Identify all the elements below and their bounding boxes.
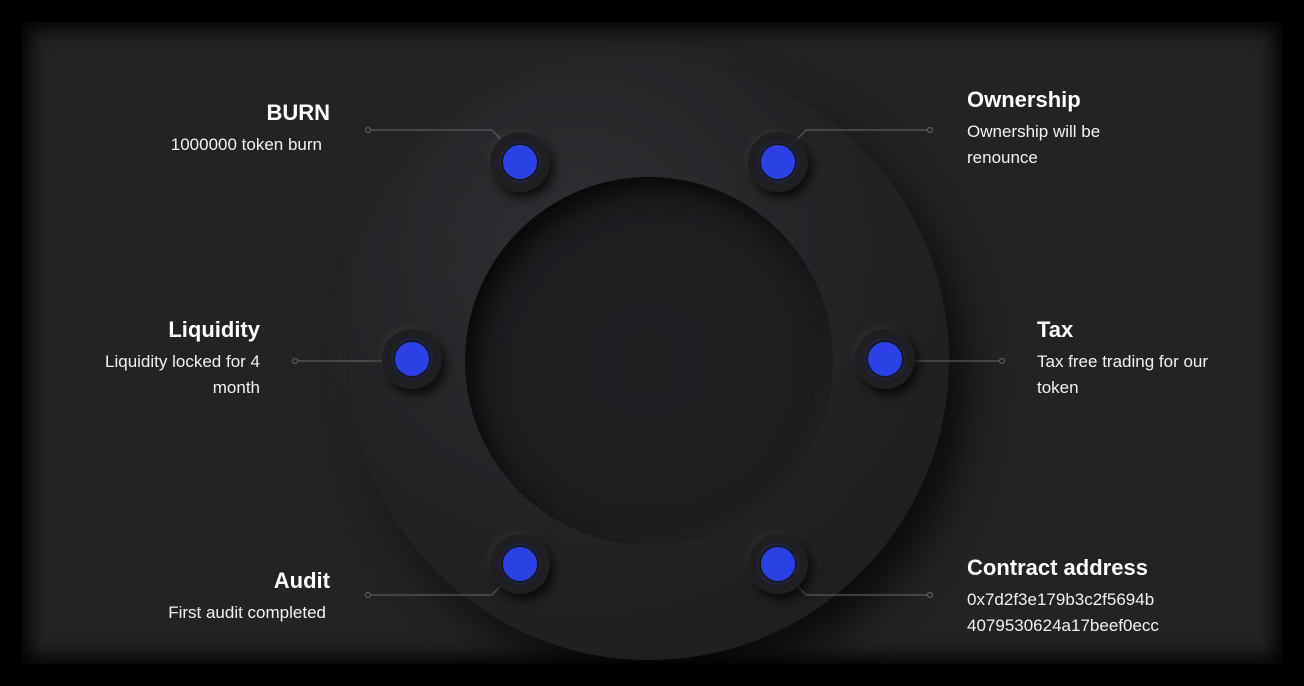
tax-dot xyxy=(866,340,904,378)
ownership-desc-line2: renounce xyxy=(967,148,1038,167)
contract-address-line2: 4079530624a17beef0ecc xyxy=(967,616,1159,635)
audit-title: Audit xyxy=(273,568,330,593)
audit-label: Audit First audit completed xyxy=(120,568,330,626)
burn-title: BURN xyxy=(266,100,330,125)
ownership-desc: Ownership will be renounce xyxy=(967,119,1207,171)
contract-address-line1: 0x7d2f3e179b3c2f5694b xyxy=(967,590,1155,609)
tax-node[interactable] xyxy=(855,329,915,389)
audit-connector-end xyxy=(364,591,372,599)
burn-connector-end xyxy=(364,126,372,134)
tax-connector-end xyxy=(998,357,1006,365)
liquidity-title: Liquidity xyxy=(168,317,260,342)
tax-desc-line2: token xyxy=(1037,378,1079,397)
liquidity-desc-line1: Liquidity locked for 4 xyxy=(105,352,260,371)
liquidity-node[interactable] xyxy=(382,329,442,389)
inner-hole xyxy=(465,177,833,545)
ownership-label: Ownership Ownership will be renounce xyxy=(967,87,1207,171)
ownership-connector-end xyxy=(926,126,934,134)
tax-desc-line1: Tax free trading for our xyxy=(1037,352,1209,371)
tax-desc: Tax free trading for our token xyxy=(1037,349,1267,401)
contract-address[interactable]: 0x7d2f3e179b3c2f5694b 4079530624a17beef0… xyxy=(967,587,1257,639)
audit-desc: First audit completed xyxy=(168,603,326,622)
ownership-dot xyxy=(759,143,797,181)
contract-node[interactable] xyxy=(748,534,808,594)
burn-dot xyxy=(501,143,539,181)
ownership-title: Ownership xyxy=(967,87,1081,112)
contract-label: Contract address 0x7d2f3e179b3c2f5694b 4… xyxy=(967,555,1257,639)
feature-wheel-section: BURN 1000000 token burn Ownership Owners… xyxy=(22,22,1282,664)
liquidity-desc: Liquidity locked for 4 month xyxy=(60,349,260,401)
audit-node[interactable] xyxy=(490,534,550,594)
ownership-desc-line1: Ownership will be xyxy=(967,122,1101,141)
audit-dot xyxy=(501,545,539,583)
burn-label: BURN 1000000 token burn xyxy=(120,100,330,158)
liquidity-desc-line2: month xyxy=(212,378,260,397)
contract-title: Contract address xyxy=(967,555,1148,580)
contract-connector-end xyxy=(926,591,934,599)
ownership-node[interactable] xyxy=(748,132,808,192)
burn-node[interactable] xyxy=(490,132,550,192)
burn-desc: 1000000 token burn xyxy=(170,135,322,154)
liquidity-label: Liquidity Liquidity locked for 4 month xyxy=(60,317,260,401)
liquidity-dot xyxy=(393,340,431,378)
contract-dot xyxy=(759,545,797,583)
tax-title: Tax xyxy=(1037,317,1074,342)
liquidity-connector-end xyxy=(291,357,299,365)
tax-label: Tax Tax free trading for our token xyxy=(1037,317,1267,401)
